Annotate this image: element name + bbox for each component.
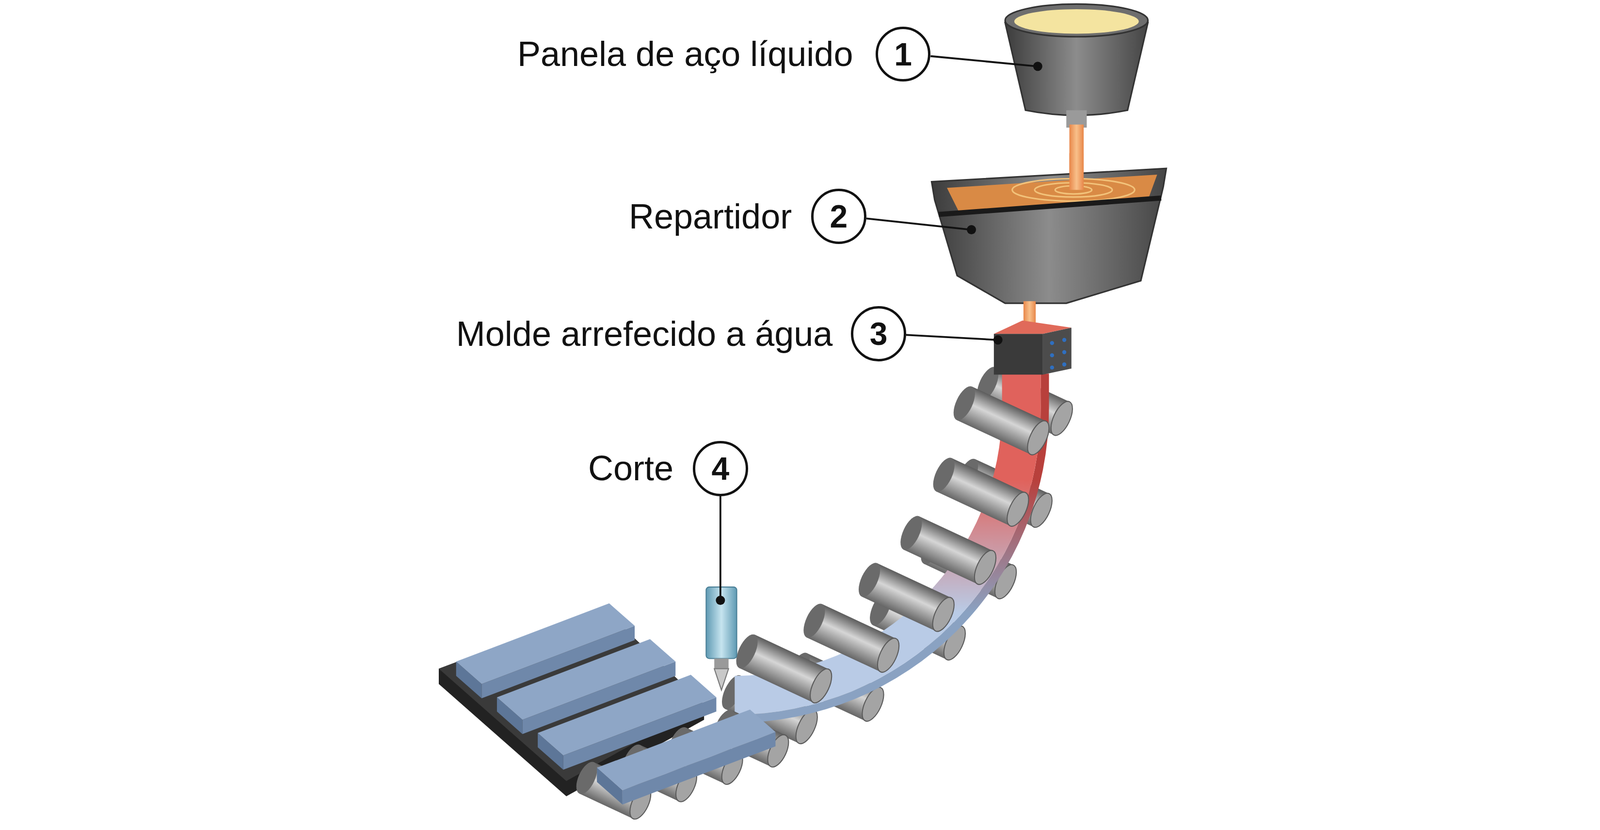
leader-lines-part xyxy=(930,56,1038,67)
water-cooled-mould xyxy=(993,320,1072,375)
callout-circle: 1 xyxy=(875,26,931,82)
leader-lines-part xyxy=(715,595,725,605)
tundish xyxy=(931,153,1167,330)
front-rollers-part xyxy=(949,383,1054,458)
part-label: Repartidor xyxy=(628,197,792,236)
front-rollers-part xyxy=(731,630,836,706)
tundish-part xyxy=(1069,153,1084,191)
cut-slab xyxy=(596,709,776,805)
leader-lines-part xyxy=(1033,61,1043,71)
leader-lines-part xyxy=(906,334,998,340)
water-cooled-mould-part xyxy=(1062,337,1067,342)
ladle xyxy=(1005,3,1149,190)
part-label: Panela de aço líquido xyxy=(517,34,854,74)
ladle-part xyxy=(1005,3,1149,37)
leader-lines-part xyxy=(966,224,976,235)
cutting-torch-part xyxy=(705,586,737,658)
leader-lines-part xyxy=(866,218,972,230)
callout-circle: 3 xyxy=(850,305,907,362)
water-cooled-mould-part xyxy=(1050,340,1055,345)
front-rollers xyxy=(731,383,1054,706)
water-cooled-mould-part xyxy=(1062,350,1067,354)
front-rollers-part xyxy=(896,512,1001,588)
cutting-torch-part xyxy=(714,657,729,669)
tundish-part xyxy=(938,197,1162,215)
callout-number: 2 xyxy=(830,200,848,233)
tundish-part xyxy=(931,168,1167,304)
cutting-torch xyxy=(705,586,737,690)
back-rollers xyxy=(717,363,1077,747)
callout-number: 3 xyxy=(869,317,888,350)
ladle-part xyxy=(1069,124,1084,191)
cutting-torch-part xyxy=(714,668,729,690)
part-label: Corte xyxy=(588,448,674,488)
part-label: Molde arrefecido a água xyxy=(456,314,833,353)
callout-number: 4 xyxy=(711,452,730,485)
callout-circle: 2 xyxy=(811,188,867,244)
water-cooled-mould-part xyxy=(1062,362,1067,367)
cut-slab-part xyxy=(596,709,776,790)
front-rollers-part xyxy=(854,559,959,635)
callout-circle: 4 xyxy=(692,440,749,496)
leader-lines-part xyxy=(993,335,1003,345)
water-cooled-mould-part xyxy=(1042,327,1072,375)
water-cooled-mould-part xyxy=(1050,352,1055,357)
callout-number: 1 xyxy=(894,38,912,71)
ladle-part xyxy=(1014,9,1139,34)
runout-rollers xyxy=(572,706,794,822)
water-cooled-mould-part xyxy=(1050,365,1055,369)
leader-lines-part xyxy=(719,496,722,601)
front-rollers-part xyxy=(928,454,1033,529)
